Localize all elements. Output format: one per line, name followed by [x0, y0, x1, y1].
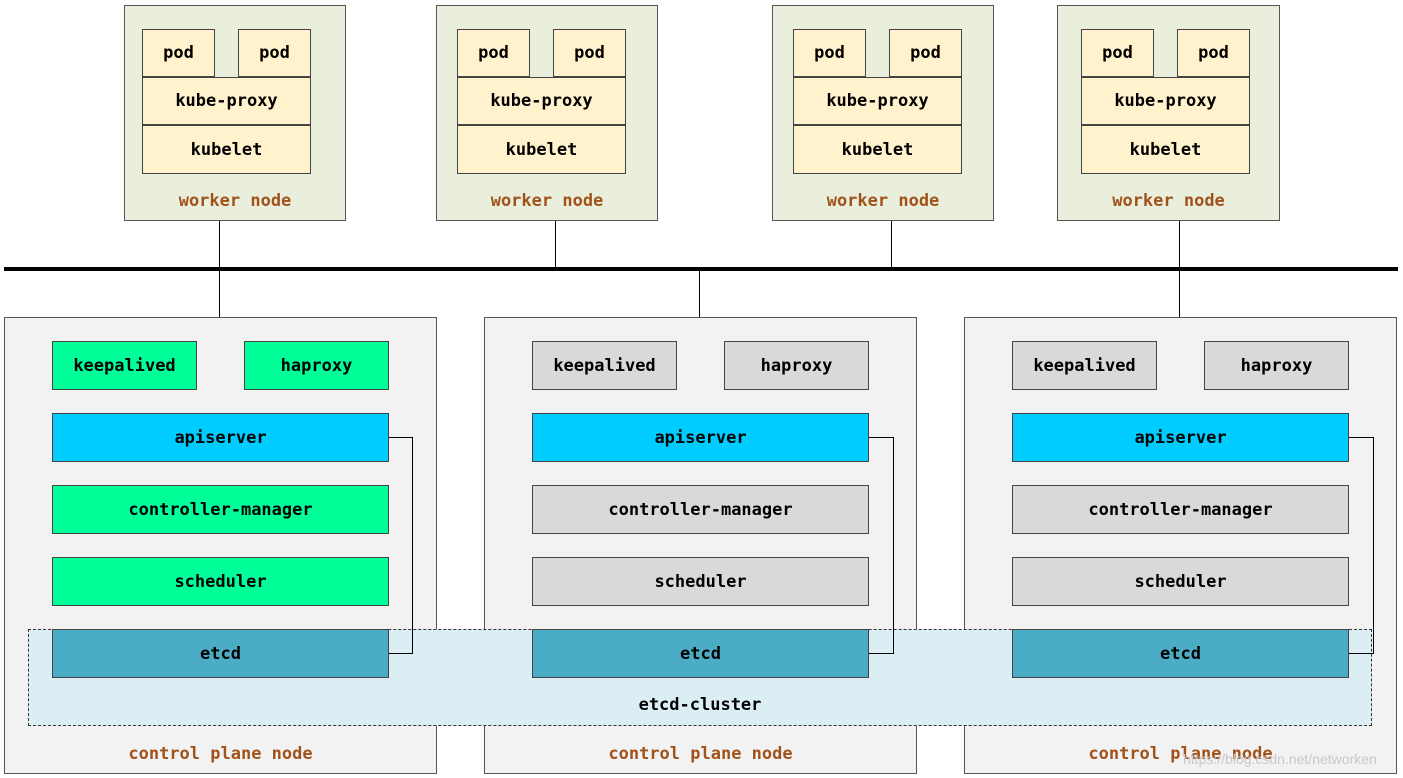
watermark: https://blog.csdn.net/networken [1183, 751, 1377, 767]
worker-node-label: worker node [1112, 191, 1225, 211]
worker-connector [891, 221, 892, 268]
pod: pod [889, 29, 962, 77]
controller-manager: controller-manager [1012, 485, 1349, 534]
network-bus [4, 267, 1398, 271]
control-plane-node-label: control plane node [1088, 744, 1273, 764]
haproxy: haproxy [724, 341, 869, 390]
keepalived: keepalived [52, 341, 197, 390]
control-plane-node-label: control plane node [608, 744, 793, 764]
kubelet: kubelet [142, 125, 311, 174]
worker-node: pod pod kube-proxy kubelet worker node [124, 5, 346, 221]
etcd: etcd [52, 629, 389, 678]
worker-node-label: worker node [826, 191, 940, 211]
keepalived: keepalived [1012, 341, 1157, 390]
apiserver-etcd-link [1373, 437, 1374, 654]
pod: pod [553, 29, 626, 77]
pod: pod [142, 29, 215, 77]
kubelet: kubelet [1081, 125, 1250, 174]
apiserver-etcd-link [869, 653, 894, 654]
apiserver-etcd-link [389, 437, 413, 438]
pod: pod [457, 29, 530, 77]
apiserver-etcd-link [869, 437, 894, 438]
worker-connector [1179, 221, 1180, 268]
apiserver: apiserver [532, 413, 869, 462]
control-plane-connector [699, 270, 700, 318]
apiserver-etcd-link [893, 437, 894, 654]
kube-proxy: kube-proxy [793, 77, 962, 125]
control-plane-connector [1179, 270, 1180, 318]
worker-connector [219, 221, 220, 268]
worker-node-label: worker node [490, 191, 604, 211]
scheduler: scheduler [52, 557, 389, 606]
pod: pod [1081, 29, 1154, 77]
pod: pod [238, 29, 311, 77]
haproxy: haproxy [244, 341, 389, 390]
kubelet: kubelet [793, 125, 962, 174]
apiserver-etcd-link [389, 653, 413, 654]
apiserver: apiserver [1012, 413, 1349, 462]
control-plane-node-label: control plane node [128, 744, 313, 764]
apiserver: apiserver [52, 413, 389, 462]
apiserver-etcd-link [1349, 653, 1374, 654]
controller-manager: controller-manager [52, 485, 389, 534]
kubelet: kubelet [457, 125, 626, 174]
etcd: etcd [1012, 629, 1349, 678]
etcd: etcd [532, 629, 869, 678]
apiserver-etcd-link [1349, 437, 1374, 438]
controller-manager: controller-manager [532, 485, 869, 534]
kube-proxy: kube-proxy [1081, 77, 1250, 125]
scheduler: scheduler [1012, 557, 1349, 606]
scheduler: scheduler [532, 557, 869, 606]
pod: pod [1177, 29, 1250, 77]
pod: pod [793, 29, 866, 77]
worker-node: pod pod kube-proxy kubelet worker node [1057, 5, 1280, 221]
worker-node: pod pod kube-proxy kubelet worker node [772, 5, 994, 221]
worker-connector [555, 221, 556, 268]
control-plane-connector [219, 270, 220, 318]
kube-proxy: kube-proxy [457, 77, 626, 125]
etcd-cluster-label: etcd-cluster [638, 695, 762, 715]
kube-proxy: kube-proxy [142, 77, 311, 125]
worker-node: pod pod kube-proxy kubelet worker node [436, 5, 658, 221]
keepalived: keepalived [532, 341, 677, 390]
worker-node-label: worker node [178, 191, 292, 211]
haproxy: haproxy [1204, 341, 1349, 390]
apiserver-etcd-link [412, 437, 413, 654]
